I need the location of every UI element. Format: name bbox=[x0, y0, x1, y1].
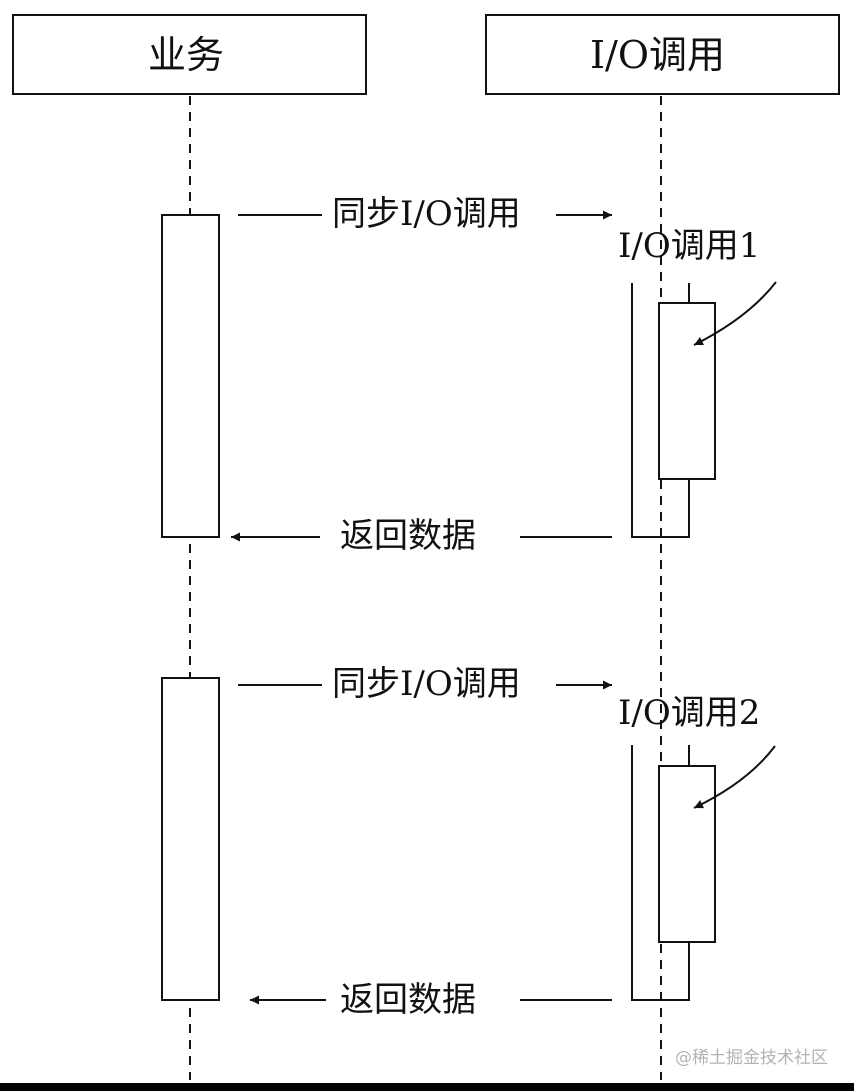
request-label-2: 同步I/O调用 bbox=[326, 667, 527, 701]
activation-business-1 bbox=[161, 214, 220, 538]
participant-box-io bbox=[485, 14, 840, 95]
operation-label-2: I/O调用2 bbox=[618, 693, 761, 733]
bottom-border bbox=[0, 1083, 854, 1091]
request-label-1: 同步I/O调用 bbox=[326, 197, 527, 231]
annotation-pointer-1 bbox=[693, 281, 777, 346]
participant-label-io: I/O调用 bbox=[590, 33, 725, 77]
activation-io-frame-1 bbox=[631, 283, 690, 538]
operation-label-1: I/O调用1 bbox=[618, 226, 761, 266]
activation-io-frame-2 bbox=[631, 745, 690, 1001]
io-operation-box-2 bbox=[658, 765, 716, 943]
response-label-2: 返回数据 bbox=[334, 983, 482, 1017]
io-operation-box-1 bbox=[658, 302, 716, 480]
watermark: @稀土掘金技术社区 bbox=[675, 1048, 828, 1068]
annotation-pointer-2 bbox=[693, 745, 776, 809]
response-label-1: 返回数据 bbox=[334, 519, 482, 553]
participant-label-business: 业务 bbox=[148, 33, 225, 77]
participant-box-business bbox=[12, 14, 367, 95]
activation-business-2 bbox=[161, 677, 220, 1001]
